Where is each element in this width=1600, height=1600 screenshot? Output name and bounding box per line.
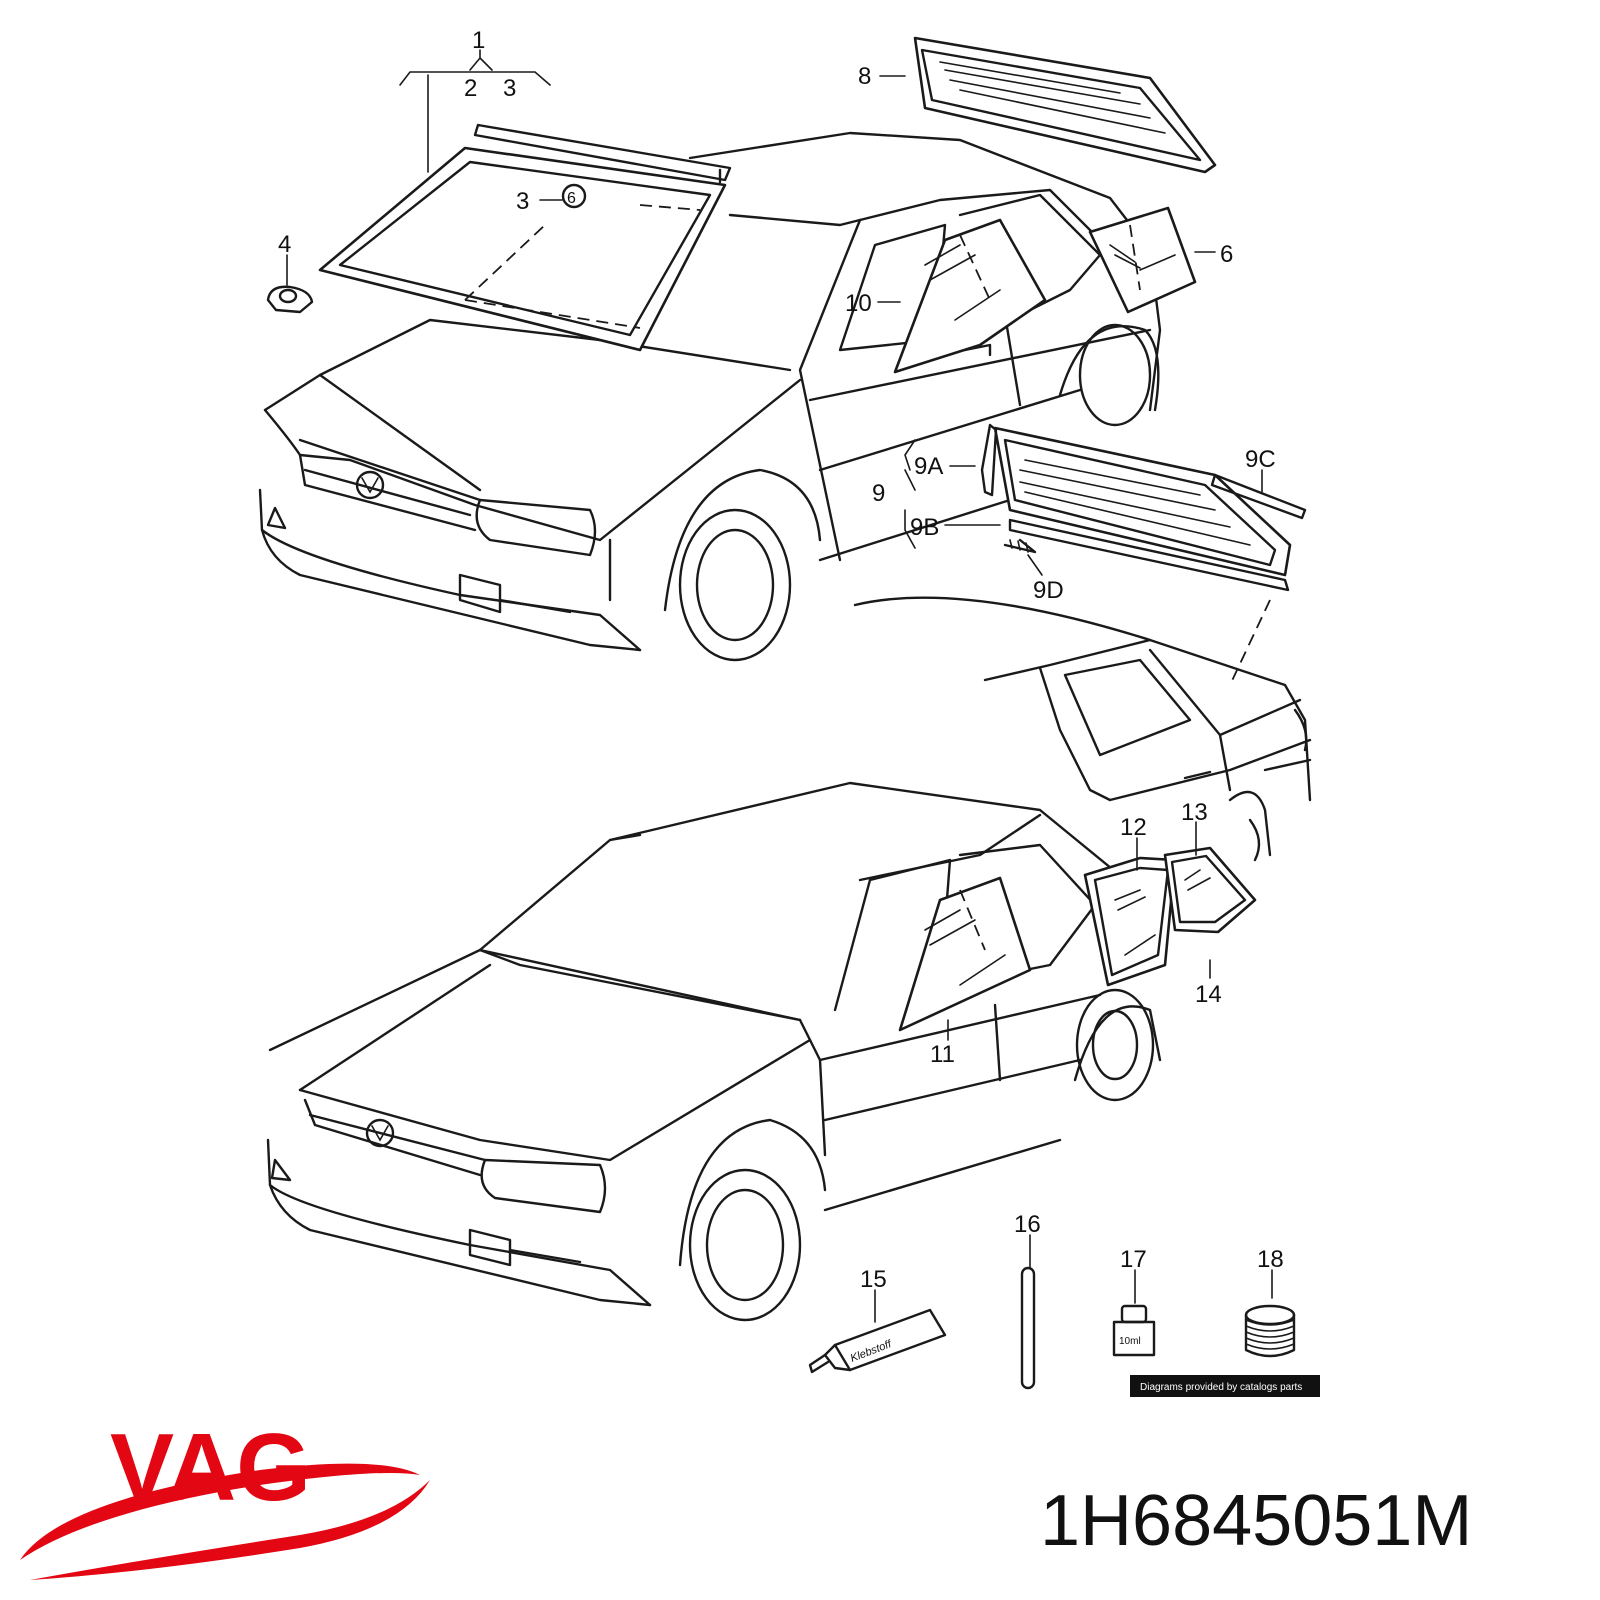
callout-16: 16 bbox=[1014, 1211, 1041, 1238]
front-door-glass bbox=[893, 218, 1047, 374]
callout-12: 12 bbox=[1120, 814, 1147, 841]
sensor-mark: 6 bbox=[567, 190, 576, 207]
tube-label: Klebstoff bbox=[849, 1338, 894, 1365]
upper-car-body bbox=[258, 131, 1162, 662]
callout-14: 14 bbox=[1195, 981, 1222, 1008]
lower-car-body bbox=[266, 781, 1162, 1322]
adhesive-tube: Klebstoff bbox=[808, 1308, 947, 1374]
callout-13: 13 bbox=[1181, 799, 1208, 826]
brand-name: VAG bbox=[110, 1414, 311, 1521]
primer-bottle: 10ml bbox=[1112, 1304, 1156, 1357]
callout-10: 10 bbox=[845, 290, 872, 317]
callout-3-top: 3 bbox=[503, 75, 516, 102]
side-window-assembly bbox=[980, 423, 1307, 686]
rear-quarter-windows bbox=[1083, 846, 1257, 987]
callout-9d: 9D bbox=[1033, 577, 1064, 604]
bottle-label: 10ml bbox=[1119, 1336, 1141, 1347]
primer-stick bbox=[1020, 1266, 1036, 1390]
callout-9c: 9C bbox=[1245, 446, 1276, 473]
callout-8: 8 bbox=[858, 63, 871, 90]
callout-9: 9 bbox=[872, 480, 885, 507]
callout-1: 1 bbox=[472, 27, 485, 54]
rear-window bbox=[913, 36, 1217, 174]
callout-3: 3 bbox=[516, 188, 529, 215]
callout-17: 17 bbox=[1120, 1246, 1147, 1273]
credit-text: Diagrams provided by catalogs parts bbox=[1140, 1382, 1302, 1393]
vag-logo: VAG bbox=[20, 1414, 430, 1580]
quarter-glass bbox=[1088, 206, 1197, 314]
sealing-cord-coil bbox=[1244, 1304, 1296, 1358]
callout-11: 11 bbox=[930, 1041, 955, 1068]
callout-4: 4 bbox=[278, 231, 291, 258]
callout-labels: 1 2 3 3 4 6 8 10 9 9A 9B 9C 9D 11 12 13 … bbox=[278, 27, 1284, 1293]
callout-9b: 9B bbox=[910, 514, 939, 541]
leader-lines bbox=[286, 49, 1273, 1323]
callout-2: 2 bbox=[464, 75, 477, 102]
middle-car-rear bbox=[853, 596, 1312, 862]
credit-strip: Diagrams provided by catalogs parts bbox=[1130, 1375, 1320, 1397]
windscreen: 6 bbox=[318, 123, 732, 352]
callout-6: 6 bbox=[1220, 241, 1233, 268]
rear-door-glass bbox=[898, 876, 1032, 1032]
callout-18: 18 bbox=[1257, 1246, 1284, 1273]
part-number: 1H6845051M bbox=[1040, 1481, 1472, 1561]
callout-9a: 9A bbox=[914, 453, 943, 480]
clip-part bbox=[266, 285, 314, 314]
callout-15: 15 bbox=[860, 1266, 887, 1293]
